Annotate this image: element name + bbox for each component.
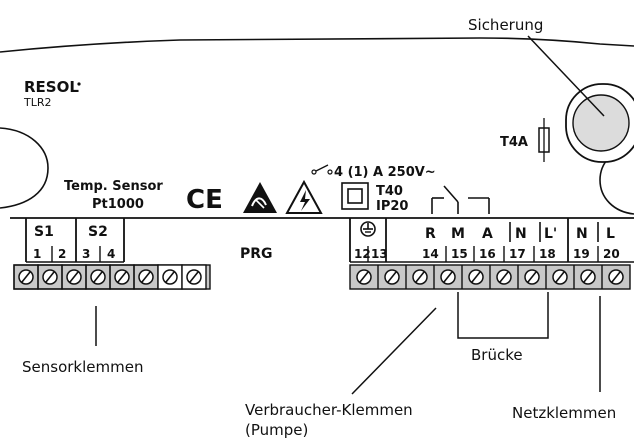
temperature-class: T40 (376, 184, 403, 199)
screw-icon-prg-2[interactable] (186, 269, 202, 285)
sicherung-leader-line (527, 35, 605, 117)
callout-sicherung: Sicherung (468, 16, 543, 34)
terminal-number-1: 1 (33, 247, 41, 261)
relay-label-n: N (515, 226, 527, 242)
screw-icon-4[interactable] (90, 269, 106, 285)
mains-label-l: L (606, 226, 615, 242)
callout-verbraucher-line2: (Pumpe) (245, 421, 308, 439)
terminal-number-3: 3 (82, 247, 90, 261)
fuse-cap[interactable] (572, 94, 630, 152)
screw-icon-15[interactable] (440, 269, 456, 285)
callout-netzklemmen: Netzklemmen (512, 404, 616, 422)
relay-label-l-prime: L' (544, 226, 557, 242)
terminal-number-15: 15 (451, 247, 468, 261)
relay-contact-icon (311, 164, 333, 175)
screw-icon-16[interactable] (468, 269, 484, 285)
sensor-model-label: Pt1000 (92, 197, 144, 212)
terminal-number-2: 2 (58, 247, 66, 261)
screw-icon-6[interactable] (138, 269, 154, 285)
terminal-number-16: 16 (479, 247, 496, 261)
prg-label: PRG (240, 246, 273, 262)
high-voltage-warning-icon (285, 179, 323, 214)
screw-icon-prg-1[interactable] (162, 269, 178, 285)
callout-sensorklemmen: Sensorklemmen (22, 358, 143, 376)
callout-bruecke: Brücke (471, 346, 523, 364)
screw-icon-5[interactable] (114, 269, 130, 285)
relay-label-m: M (451, 226, 465, 242)
fuse-rating: T4A (500, 135, 528, 150)
screw-icon-2[interactable] (42, 269, 58, 285)
terminal-number-18: 18 (539, 247, 556, 261)
ip-rating: IP20 (376, 199, 408, 214)
terminal-number-12: 12 (354, 247, 371, 261)
group-label-s1: S1 (34, 224, 54, 240)
relay-label-a: A (482, 226, 493, 242)
ground-icon (360, 221, 376, 237)
bruecke-bracket (457, 292, 549, 339)
mains-label-n: N (576, 226, 588, 242)
terminal-number-13: 13 (371, 247, 388, 261)
terminal-number-20: 20 (603, 247, 620, 261)
terminal-number-14: 14 (422, 247, 439, 261)
terminal-number-17: 17 (509, 247, 526, 261)
terminal-number-4: 4 (107, 247, 115, 261)
brand-logo-dot (77, 82, 81, 86)
terminal-number-19: 19 (573, 247, 590, 261)
verbraucher-leader-line (351, 307, 437, 395)
relay-wiring-symbol (431, 185, 490, 214)
callout-verbraucher-line1: Verbraucher-Klemmen (245, 401, 413, 419)
sensor-type-label: Temp. Sensor (64, 179, 163, 194)
protection-class-icon (341, 182, 369, 210)
ce-mark: CE (186, 185, 223, 215)
screw-icon-20[interactable] (580, 269, 596, 285)
screw-icon-12[interactable] (356, 269, 372, 285)
screw-icon-18[interactable] (524, 269, 540, 285)
relay-label-r: R (425, 226, 436, 242)
screw-icon-19[interactable] (552, 269, 568, 285)
screw-icon-17[interactable] (496, 269, 512, 285)
model-label: TLR2 (23, 96, 52, 109)
relay-rating: 4 (1) A 250V~ (334, 165, 436, 180)
brand-logo: RESOL (24, 78, 79, 96)
screw-icon-21[interactable] (608, 269, 624, 285)
esd-warning-icon (243, 182, 277, 213)
screw-icon-13[interactable] (384, 269, 400, 285)
group-label-s2: S2 (88, 224, 108, 240)
screw-icon-14[interactable] (412, 269, 428, 285)
screw-icon-1[interactable] (18, 269, 34, 285)
screw-icon-3[interactable] (66, 269, 82, 285)
